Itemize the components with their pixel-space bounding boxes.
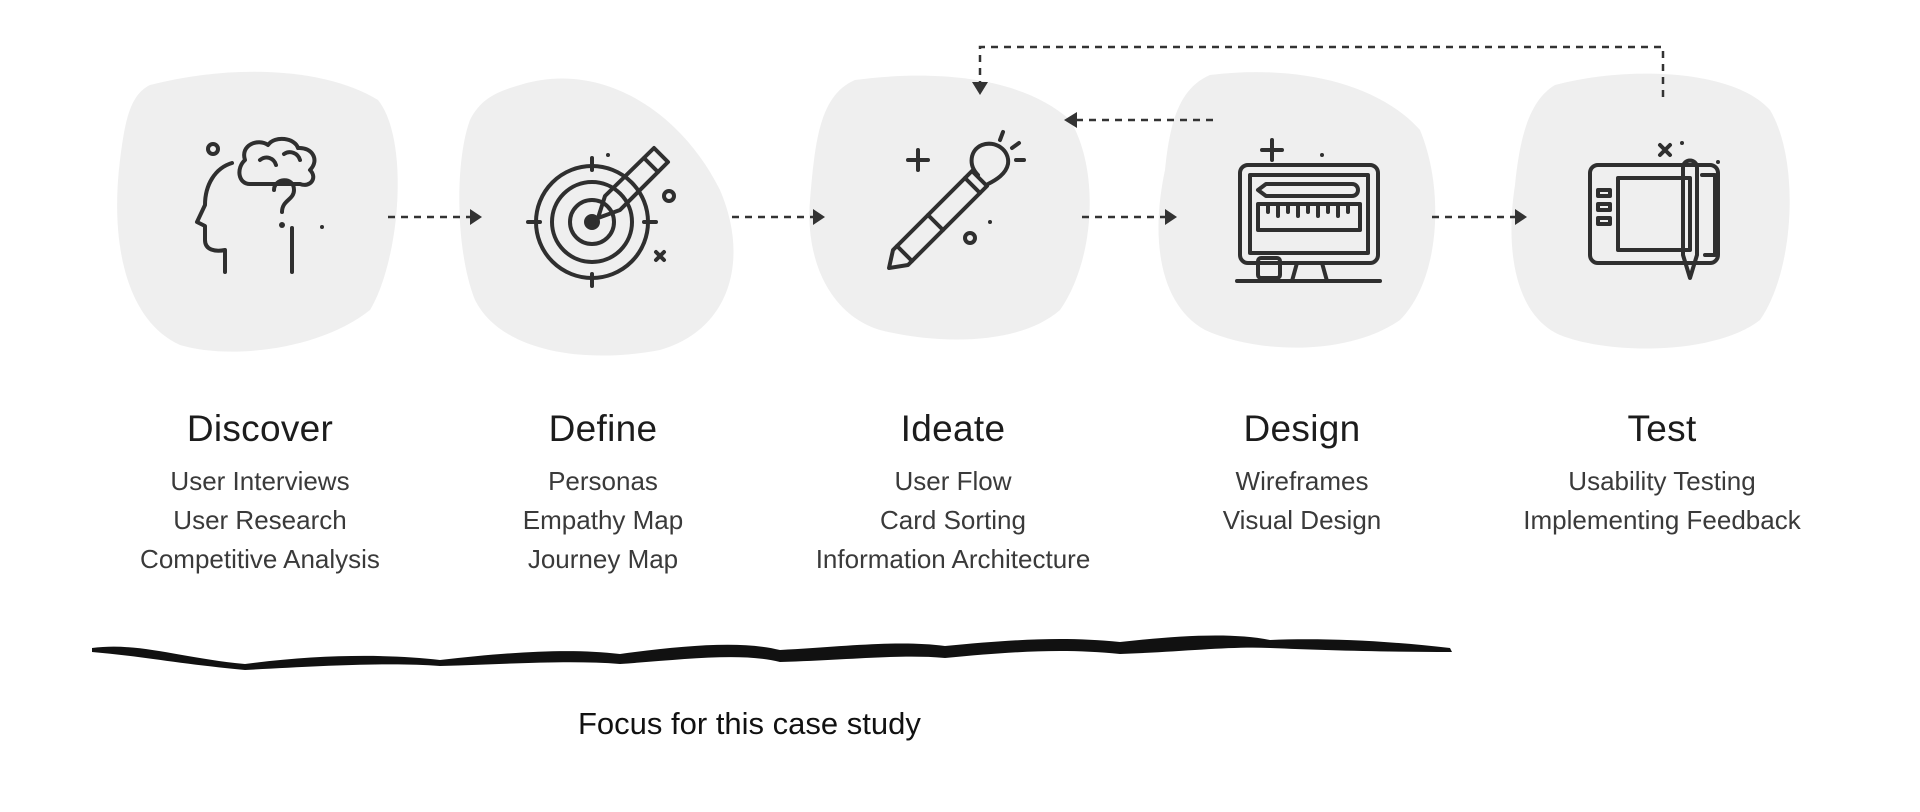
- feedback-loop-test-ideate: [972, 45, 1665, 97]
- activity-item: Competitive Analysis: [140, 544, 380, 574]
- stage-title: Design: [1243, 408, 1361, 449]
- discover-blob: [117, 71, 398, 352]
- stage-title: Ideate: [900, 408, 1006, 449]
- tablet-stylus-icon: [1588, 141, 1720, 280]
- flow-arrow-discover-define: [388, 209, 482, 225]
- stage-title: Define: [548, 408, 658, 449]
- stage-discover: Discover User Interviews User Research C…: [80, 408, 440, 579]
- activity-item: Personas: [548, 466, 658, 496]
- activity-list: User Flow Card Sorting Information Archi…: [773, 462, 1133, 579]
- stage-title: Test: [1627, 408, 1697, 449]
- activity-item: Wireframes: [1235, 466, 1369, 496]
- flow-arrow-design-test: [1432, 209, 1527, 225]
- activity-item: Empathy Map: [522, 505, 684, 535]
- activity-list: User Interviews User Research Competitiv…: [80, 462, 440, 579]
- activity-item: Information Architecture: [815, 544, 1091, 574]
- stage-design: Design Wireframes Visual Design: [1122, 408, 1482, 540]
- target-pencil-icon: [526, 146, 676, 288]
- activity-list: Personas Empathy Map Journey Map: [423, 462, 783, 579]
- feedback-arrow-design-ideate: [1064, 112, 1213, 128]
- focus-label: Focus for this case study: [578, 706, 921, 741]
- activity-item: User Interviews: [170, 466, 350, 496]
- activity-item: User Flow: [894, 466, 1012, 496]
- activity-item: Implementing Feedback: [1523, 505, 1801, 535]
- activity-item: Card Sorting: [880, 505, 1026, 535]
- ideate-blob: [809, 75, 1090, 340]
- head-brain-question-icon: [195, 136, 324, 274]
- activity-item: Usability Testing: [1568, 466, 1756, 496]
- flow-arrow-define-ideate: [732, 209, 825, 225]
- flow-arrow-ideate-design: [1082, 209, 1177, 225]
- stage-test: Test Usability Testing Implementing Feed…: [1482, 408, 1842, 540]
- monitor-ruler-icon: [1235, 138, 1382, 283]
- activity-item: Journey Map: [527, 544, 679, 574]
- activity-list: Wireframes Visual Design: [1122, 462, 1482, 540]
- activity-list: Usability Testing Implementing Feedback: [1482, 462, 1842, 540]
- stage-define: Define Personas Empathy Map Journey Map: [423, 408, 783, 579]
- activity-item: User Research: [173, 505, 347, 535]
- pencil-lightbulb-icon: [887, 130, 1026, 270]
- focus-brush-stroke: [92, 635, 1452, 670]
- test-blob: [1511, 73, 1790, 349]
- activity-item: Visual Design: [1222, 505, 1382, 535]
- stage-ideate: Ideate User Flow Card Sorting Informatio…: [773, 408, 1133, 579]
- stage-title: Discover: [186, 408, 334, 449]
